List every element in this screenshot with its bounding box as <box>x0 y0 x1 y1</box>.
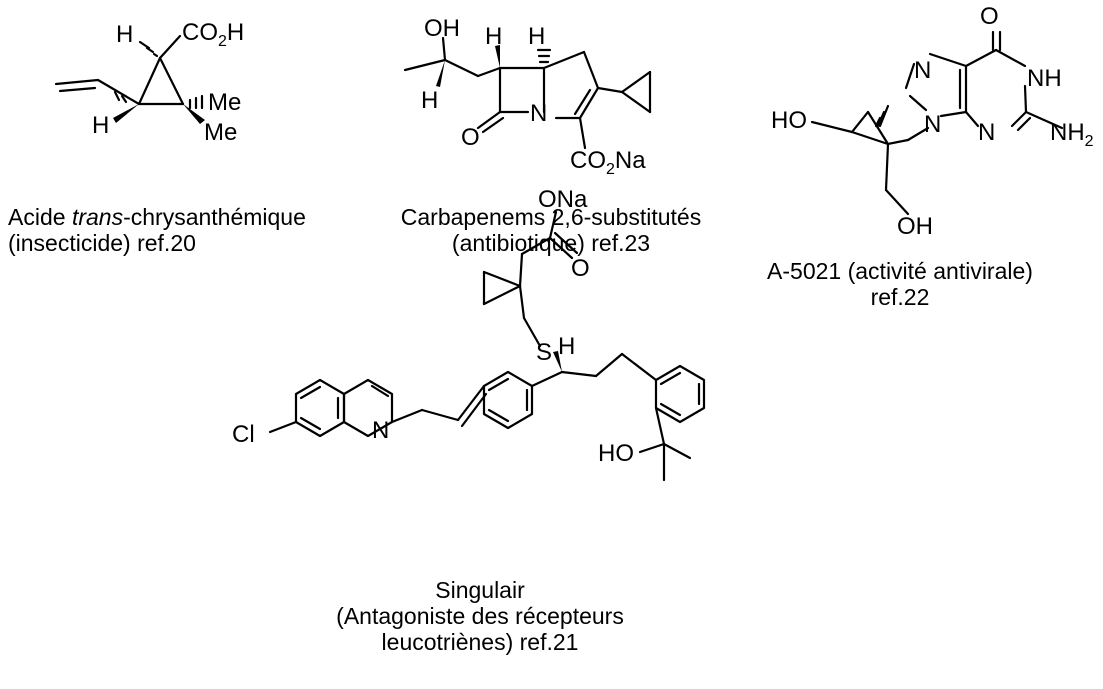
atom-label: O <box>571 255 590 282</box>
caption-line: A-5021 (activité antivirale) <box>767 258 1033 284</box>
caption-carbapenem: Carbapenems 2,6-substitutés (antibiotiqu… <box>380 204 722 256</box>
caption-chrysanthemic-acid: Acide trans-chrysanthémique (insecticide… <box>8 204 306 256</box>
caption-line: (antibiotique) ref.23 <box>451 230 651 256</box>
structure-chrysanthemic-acid: H H CO2H Me Me <box>54 19 244 146</box>
atom-label: N <box>924 111 941 138</box>
caption-line: (insecticide) ref.20 <box>8 230 196 256</box>
caption-line: leucotriènes) ref.21 <box>381 629 579 655</box>
atom-label: CO2Na <box>570 147 646 178</box>
caption-line: Carbapenems 2,6-substitutés <box>400 204 702 230</box>
atom-label: H <box>485 23 502 50</box>
atom-label: CO2H <box>182 19 244 50</box>
atom-label: Cl <box>232 421 255 448</box>
atom-label: O <box>980 3 999 30</box>
hashed-bond <box>874 104 890 128</box>
atom-label: Me <box>208 89 241 116</box>
atom-label: N <box>914 57 931 84</box>
caption-singulair: Singulair (Antagoniste des récepteurs le… <box>300 577 660 655</box>
caption-line: (Antagoniste des récepteurs <box>336 603 624 629</box>
atom-label: NH <box>1027 65 1062 92</box>
hashed-bond <box>536 48 552 64</box>
atom-label: Me <box>204 119 237 146</box>
atom-label: H <box>528 23 545 50</box>
atom-label: HO <box>598 440 634 467</box>
caption-line: ref.22 <box>870 284 930 310</box>
caption-line: Acide trans-chrysanthémique <box>8 204 306 230</box>
atom-label: H <box>421 87 438 114</box>
structure-carbapenem: OH H H H O N CO2Na <box>403 15 652 178</box>
atom-label: H <box>116 21 133 48</box>
caption-a5021: A-5021 (activité antivirale) ref.22 <box>740 258 1060 310</box>
atom-label: N <box>530 100 547 127</box>
atom-label: NH2 <box>1050 119 1094 150</box>
atom-label: N <box>372 417 389 444</box>
structure-a5021: O N N NH N NH2 HO OH <box>771 3 1094 240</box>
atom-label: H <box>558 333 575 360</box>
structure-singulair: ONa O S H Cl N HO <box>232 186 706 482</box>
hashed-bond <box>113 90 128 104</box>
hashed-bond <box>188 94 204 110</box>
caption-line: Singulair <box>435 577 525 603</box>
atom-label: OH <box>424 15 460 42</box>
atom-label: O <box>461 124 480 151</box>
hashed-bond <box>138 40 159 58</box>
atom-label: H <box>92 112 109 139</box>
atom-label: HO <box>771 107 807 134</box>
atom-label: ONa <box>538 186 588 213</box>
atom-label: S <box>536 339 552 366</box>
atom-label: OH <box>897 213 933 240</box>
atom-label: N <box>978 119 995 146</box>
